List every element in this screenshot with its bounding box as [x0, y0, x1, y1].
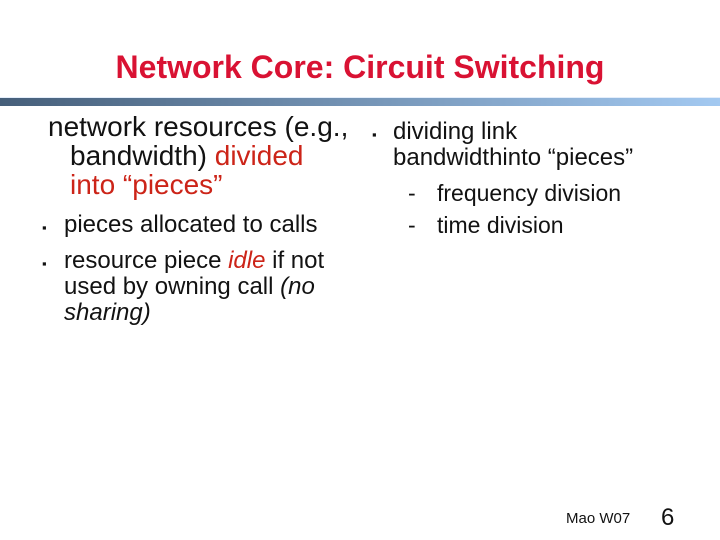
square-bullet-icon: ▪	[42, 256, 47, 271]
list-item: ▪ pieces allocated to calls	[42, 212, 362, 241]
right-bullet-line-1: dividing link bandwidth	[393, 118, 518, 171]
heading-line-3: into “pieces”	[70, 169, 223, 200]
square-bullet-icon: ▪	[372, 127, 377, 142]
list-item: - frequency division	[408, 180, 642, 206]
bullet-text: pieces allocated to calls	[64, 211, 318, 238]
right-bullet-line-2: into “pieces”	[502, 144, 634, 171]
bullet2-seg1: resource piece	[64, 247, 229, 274]
dash-bullet-icon: -	[408, 212, 416, 238]
list-item: - time division	[408, 212, 642, 238]
left-bullet-list: ▪ pieces allocated to calls ▪ resource p…	[42, 212, 362, 326]
list-item: ▪ resource piece idle if not used by own…	[42, 248, 362, 326]
heading-line-2-black: bandwidth)	[70, 140, 215, 171]
bullet2-idle-emphasis: idle	[228, 247, 266, 274]
square-bullet-icon: ▪	[42, 220, 47, 235]
sub-item-list: - frequency division - time division	[408, 180, 642, 238]
dash-bullet-icon: -	[408, 180, 416, 206]
bullet2-seg3: if not used by owning call	[64, 247, 325, 300]
heading-line-2-red: divided	[214, 140, 304, 171]
right-column: ▪ dividing link bandwidthinto “pieces” -…	[372, 119, 642, 239]
left-column: network resources (e.g., bandwidth) divi…	[42, 112, 362, 326]
slide-page-number: 6	[661, 504, 675, 531]
page-title: Network Core: Circuit Switching	[115, 49, 605, 85]
footer-author: Mao W07	[566, 510, 631, 527]
left-heading: network resources (e.g., bandwidth) divi…	[48, 112, 362, 199]
sub-item-text: time division	[437, 212, 564, 238]
heading-line-1: network resources (e.g.,	[48, 111, 349, 142]
gradient-divider	[0, 97, 720, 106]
bullet2-no-sharing-emphasis: (no sharing)	[64, 273, 315, 326]
bullet-text: resource piece idle if not used by ownin…	[64, 248, 338, 326]
bullet-text: dividing link bandwidthinto “pieces”	[393, 119, 642, 171]
list-item: ▪ dividing link bandwidthinto “pieces”	[372, 119, 642, 171]
sub-item-text: frequency division	[437, 180, 622, 206]
heading-line-2: bandwidth) divided	[70, 141, 362, 170]
